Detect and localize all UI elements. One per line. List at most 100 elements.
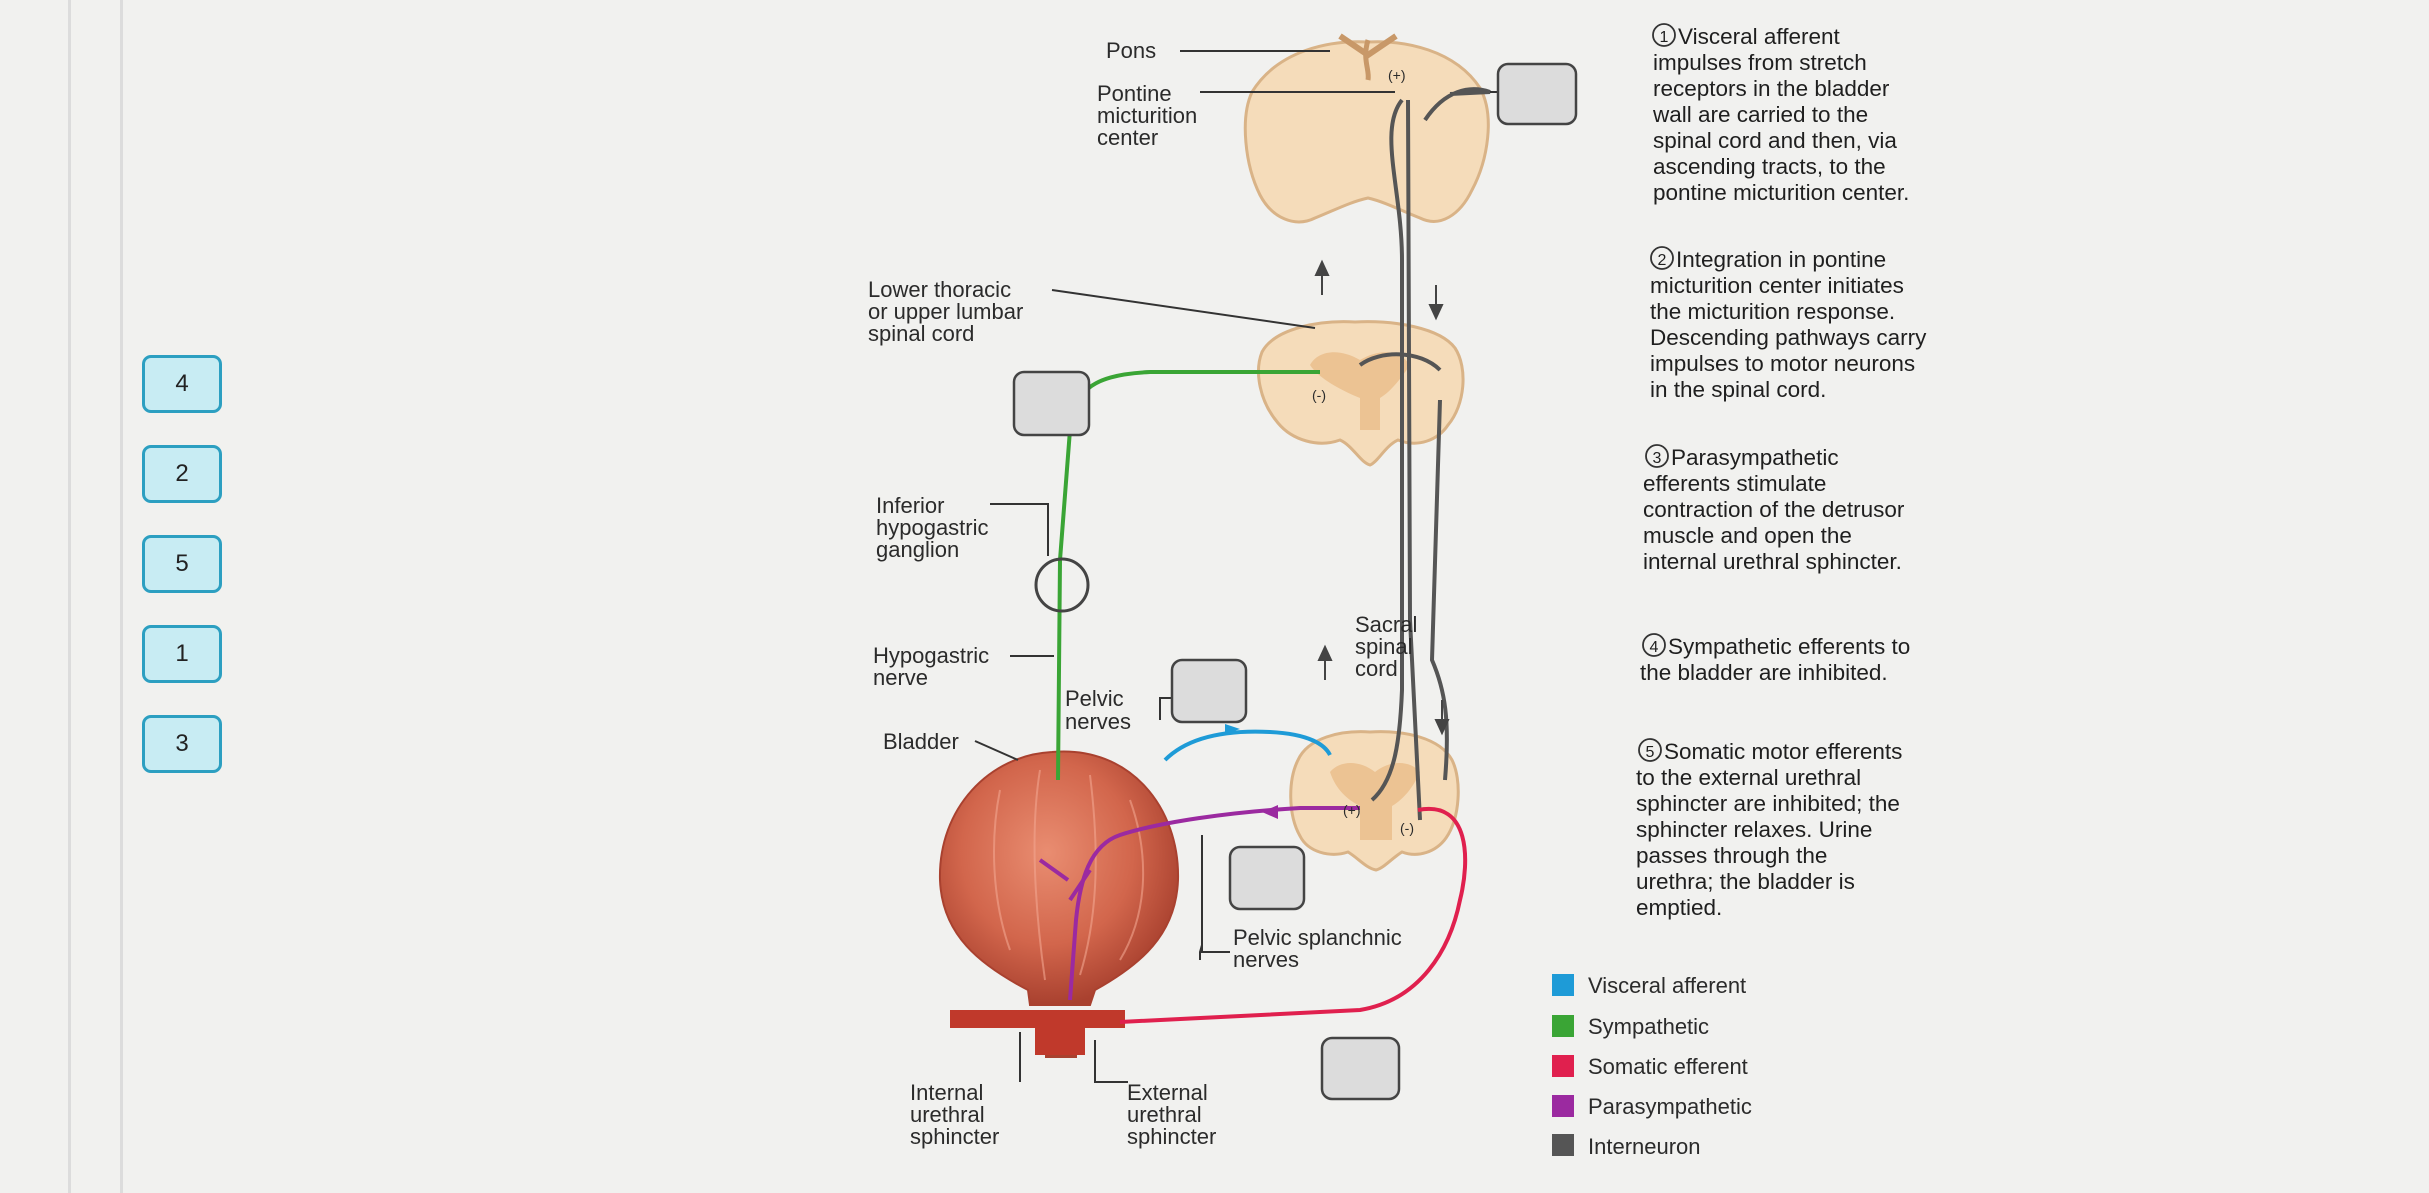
step-number-circle	[1642, 633, 1666, 657]
step-line: muscle and open the	[1643, 523, 1852, 548]
step-line: Somatic motor efferents	[1664, 739, 1902, 764]
pelvic-nerves-label-line-2: nerves	[1065, 709, 1131, 734]
pmc-label-line-2: micturition	[1097, 103, 1197, 128]
plus-marker: (+)	[1343, 802, 1361, 818]
minus-marker: (-)	[1312, 387, 1326, 403]
legend-label: Parasympathetic	[1588, 1094, 1752, 1119]
legend: Visceral afferent Sympathetic Somatic ef…	[1552, 973, 1752, 1159]
step-line: impulses to motor neurons	[1650, 351, 1915, 376]
interneuron-descending-path	[1406, 99, 1422, 821]
step-line: sphincter are inhibited; the	[1636, 791, 1900, 816]
drop-target-box[interactable]	[1320, 1036, 1401, 1101]
step-line: Integration in pontine	[1676, 247, 1886, 272]
parasympathetic-branch	[1038, 858, 1092, 902]
step-3-description: 3 Parasympathetic efferents stimulate co…	[1643, 444, 1905, 574]
plus-marker: (+)	[1388, 67, 1406, 83]
hypogastric-label-line-1: Hypogastric	[873, 643, 989, 668]
step-descriptions: 1 Visceral afferent impulses from stretc…	[1636, 23, 1927, 920]
step-number: 1	[1660, 29, 1669, 46]
left-rail-line-2	[120, 0, 123, 1193]
answer-option-tile[interactable]: 1	[142, 625, 222, 683]
step-number-circle	[1638, 738, 1662, 762]
interneuron-right-path	[1423, 87, 1491, 122]
step-line: Sympathetic efferents to	[1668, 634, 1910, 659]
step-line: in the spinal cord.	[1650, 377, 1826, 402]
eus-label-line-1: External	[1127, 1080, 1208, 1105]
step-number: 3	[1653, 450, 1662, 467]
drop-target-box[interactable]	[1496, 62, 1578, 126]
step-line: to the external urethral	[1636, 765, 1861, 790]
inferior-hypogastric-ganglion	[1034, 557, 1090, 613]
answer-option-tile[interactable]: 5	[142, 535, 222, 593]
leader-lines	[974, 50, 1520, 1083]
interneuron-sacral-path	[1429, 399, 1449, 781]
step-line: Descending pathways carry	[1650, 325, 1927, 350]
step-line: efferents stimulate	[1643, 471, 1826, 496]
step-number-circle	[1645, 444, 1669, 468]
step-line: wall are carried to the	[1652, 102, 1868, 127]
step-line: impulses from stretch	[1653, 50, 1867, 75]
step-line: Parasympathetic	[1671, 445, 1839, 470]
step-line: the bladder are inhibited.	[1640, 660, 1888, 685]
step-line: ascending tracts, to the	[1653, 154, 1886, 179]
pmc-label-line-3: center	[1097, 125, 1158, 150]
sacral-label-line-1: Sacral	[1355, 612, 1417, 637]
step-line: passes through the	[1636, 843, 1827, 868]
step-2-description: 2 Integration in pontine micturition cen…	[1650, 246, 1927, 402]
ius-label-line-2: urethral	[910, 1102, 985, 1127]
sacral-label-line-2: spinal	[1355, 634, 1412, 659]
legend-swatch	[1552, 974, 1574, 996]
thoracic-label-line-3: spinal cord	[868, 321, 974, 346]
splanchnic-label-line-1: Pelvic splanchnic	[1233, 925, 1402, 950]
legend-label: Interneuron	[1588, 1134, 1701, 1159]
pons-label: Pons	[1106, 38, 1156, 63]
thoracic-label-line-1: Lower thoracic	[868, 277, 1011, 302]
legend-label: Sympathetic	[1588, 1014, 1709, 1039]
step-line: the micturition response.	[1650, 299, 1895, 324]
ihg-label-line-2: hypogastric	[876, 515, 989, 540]
sacral-label-line-3: cord	[1355, 656, 1398, 681]
splanchnic-label-line-2: nerves	[1233, 947, 1299, 972]
step-1-description: 1 Visceral afferent impulses from stretc…	[1652, 23, 1909, 205]
step-line: sphincter relaxes. Urine	[1636, 817, 1872, 842]
interneuron-thoracic-path	[1358, 352, 1442, 372]
left-rail-line	[68, 0, 71, 1193]
drop-target-box[interactable]	[1170, 658, 1248, 724]
answer-option-tile[interactable]: 2	[142, 445, 222, 503]
step-number-circle	[1652, 23, 1676, 47]
legend-label: Somatic efferent	[1588, 1054, 1748, 1079]
step-line: receptors in the bladder	[1653, 76, 1890, 101]
drop-target-box[interactable]	[1228, 845, 1306, 911]
answer-option-tile[interactable]: 4	[142, 355, 222, 413]
thoracic-label-line-2: or upper lumbar	[868, 299, 1023, 324]
parasympathetic-arrow-icon	[1262, 805, 1278, 819]
step-4-description: 4 Sympathetic efferents to the bladder a…	[1640, 633, 1910, 685]
minus-marker: (-)	[1400, 820, 1414, 836]
ius-label-line-1: Internal	[910, 1080, 983, 1105]
ihg-label-line-3: ganglion	[876, 537, 959, 562]
afferent-arrow-icon	[1225, 724, 1240, 734]
step-number: 2	[1658, 252, 1667, 269]
step-number-circle	[1650, 246, 1674, 270]
visceral-afferent-pathway	[1163, 729, 1332, 762]
step-line: pontine micturition center.	[1653, 180, 1909, 205]
pelvic-nerves-label-line-1: Pelvic	[1065, 686, 1124, 711]
answer-option-tile[interactable]: 3	[142, 715, 222, 773]
step-5-description: 5 Somatic motor efferents to the externa…	[1636, 738, 1902, 920]
flow-arrows	[1314, 259, 1450, 736]
pons-section	[1243, 33, 1490, 224]
eus-label-line-2: urethral	[1127, 1102, 1202, 1127]
legend-swatch	[1552, 1015, 1574, 1037]
step-line: internal urethral sphincter.	[1643, 549, 1902, 574]
drop-target-box[interactable]	[1012, 370, 1091, 437]
somatic-efferent-pathway	[1119, 806, 1468, 1024]
step-number: 5	[1646, 744, 1655, 761]
legend-swatch	[1552, 1055, 1574, 1077]
legend-swatch	[1552, 1134, 1574, 1156]
hypogastric-label-line-2: nerve	[873, 665, 928, 690]
step-line: urethra; the bladder is	[1636, 869, 1855, 894]
step-line: micturition center initiates	[1650, 273, 1904, 298]
thoracic-cord-section	[1257, 320, 1465, 467]
legend-swatch	[1552, 1095, 1574, 1117]
